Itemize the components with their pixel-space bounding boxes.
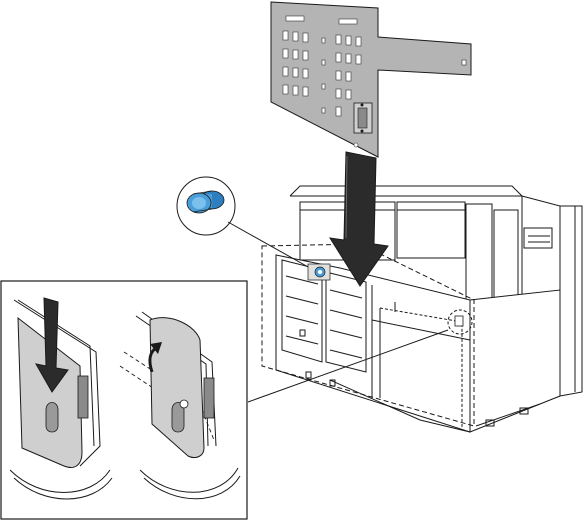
plate-connector bbox=[354, 103, 372, 133]
plate-body bbox=[271, 2, 471, 157]
chassis-cage bbox=[262, 186, 582, 432]
small-thumbscrew-icon bbox=[308, 264, 330, 280]
mounting-plate bbox=[271, 2, 471, 157]
